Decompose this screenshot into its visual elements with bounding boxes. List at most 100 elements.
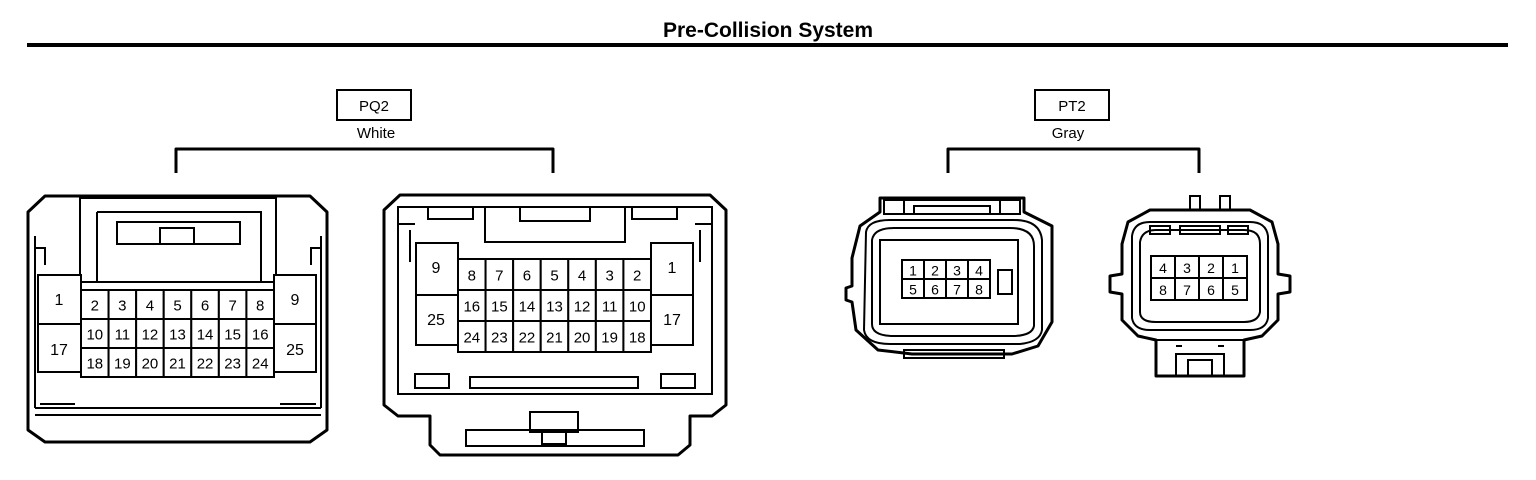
pq2-b-pin: 16 bbox=[463, 299, 480, 316]
pq2-a-pin: 14 bbox=[197, 327, 214, 344]
pq2-a-cell bbox=[245, 289, 275, 320]
pq2-b-pin: 21 bbox=[546, 330, 563, 347]
pq2-connector-id: PQ2 bbox=[359, 98, 389, 115]
pq2-label-group: PQ2 White bbox=[174, 89, 555, 173]
pq2-a-pin: 10 bbox=[86, 327, 103, 344]
pq2-b-cell bbox=[457, 289, 487, 322]
pq2-a-pin: 5 bbox=[173, 298, 181, 315]
pq2-b-pin: 8 bbox=[468, 268, 476, 285]
pq2-a-pin: 21 bbox=[169, 356, 186, 373]
pq2-a-pin: 7 bbox=[228, 298, 236, 315]
pq2-a-pin: 2 bbox=[91, 298, 99, 315]
pt2-b-pin: 8 bbox=[1159, 282, 1167, 298]
pt2-a-pin: 5 bbox=[909, 282, 917, 298]
pt2-a-pin: 2 bbox=[931, 263, 939, 279]
pt2-b-pin: 2 bbox=[1207, 260, 1215, 276]
pq2-b-pin-side: 17 bbox=[663, 312, 681, 329]
pq2-a-pin: 13 bbox=[169, 327, 186, 344]
pq2-bracket bbox=[174, 147, 555, 173]
pq2-b-pin: 5 bbox=[550, 268, 558, 285]
page-title: Pre-Collision System bbox=[663, 19, 873, 42]
pq2-a-pin-side: 17 bbox=[50, 342, 68, 359]
pq2-a-pin: 6 bbox=[201, 298, 209, 315]
pq2-b-pin: 22 bbox=[519, 330, 536, 347]
pt2-b-pin: 4 bbox=[1159, 260, 1167, 276]
pq2-b-pin: 23 bbox=[491, 330, 508, 347]
pq2-b-cell bbox=[594, 289, 625, 322]
pq2-a-cell bbox=[245, 347, 275, 378]
pq2-b-pin-side: 1 bbox=[668, 260, 677, 277]
pq2-b-pin: 19 bbox=[601, 330, 618, 347]
pq2-a-pin-side: 9 bbox=[291, 292, 300, 309]
pq2-b-cell bbox=[567, 320, 597, 353]
pt2-color-label: Gray bbox=[1052, 125, 1085, 142]
pq2-b-pin: 20 bbox=[574, 330, 591, 347]
pq2-a-pin: 4 bbox=[146, 298, 154, 315]
pq2-b-cell bbox=[622, 289, 652, 322]
pt2-b-pin: 1 bbox=[1231, 260, 1239, 276]
pq2-label-box bbox=[336, 89, 412, 121]
pq2-a-pin: 24 bbox=[252, 356, 269, 373]
pt2-a-pin: 6 bbox=[931, 282, 939, 298]
pt2-bracket bbox=[946, 147, 1201, 173]
pq2-b-pin-side: 25 bbox=[427, 312, 445, 329]
pt2-a-pin: 4 bbox=[975, 263, 983, 279]
pq2-a-cell bbox=[135, 318, 165, 349]
pq2-a-pin: 11 bbox=[115, 327, 131, 344]
pq2-a-cell bbox=[217, 289, 248, 320]
pq2-a-pin: 23 bbox=[224, 356, 241, 373]
pq2-a-pin: 20 bbox=[142, 356, 159, 373]
pq2-color-label: White bbox=[357, 125, 395, 142]
pq2-a-pin: 16 bbox=[252, 327, 269, 344]
pq2-a-pin-side: 1 bbox=[55, 292, 64, 309]
pt2-b-pin: 5 bbox=[1231, 282, 1239, 298]
pt2-label-box bbox=[1034, 89, 1110, 121]
pq2-b-pin: 10 bbox=[629, 299, 646, 316]
pt2-a-pin: 7 bbox=[953, 282, 961, 298]
pt2-a-pin: 3 bbox=[953, 263, 961, 279]
pt2-b-pin: 7 bbox=[1183, 282, 1191, 298]
pq2-b-pin: 24 bbox=[463, 330, 480, 347]
pq2-a-pin: 18 bbox=[86, 356, 103, 373]
pq2-a-cell bbox=[107, 347, 138, 378]
pq2-a-pin: 22 bbox=[197, 356, 214, 373]
pq2-a-pin: 12 bbox=[142, 327, 159, 344]
pt2-label-group: PT2 Gray bbox=[946, 89, 1201, 173]
pq2-b-pin: 18 bbox=[629, 330, 646, 347]
pq2-a-pin: 19 bbox=[114, 356, 131, 373]
pq2-a-pin: 8 bbox=[256, 298, 264, 315]
pt2-a-cell bbox=[967, 278, 991, 299]
pt2-a-pin: 8 bbox=[975, 282, 983, 298]
pq2-b-pin: 12 bbox=[574, 299, 591, 316]
pt2-b-pin: 3 bbox=[1183, 260, 1191, 276]
pq2-b-cell bbox=[622, 320, 652, 353]
pq2-b-pin: 4 bbox=[578, 268, 586, 285]
pq2-a-pin: 3 bbox=[118, 298, 126, 315]
pq2-housing-b: 9 25 1 17 8 7 6 5 4 3 2 16 15 14 13 12 11 10 24 23 22 21 2… bbox=[382, 193, 728, 457]
pq2-b-pin-side: 9 bbox=[432, 260, 441, 277]
pq2-a-cell bbox=[162, 347, 193, 378]
pq2-a-pin: 15 bbox=[224, 327, 241, 344]
pt2-connector-id: PT2 bbox=[1058, 98, 1086, 115]
pq2-b-pin: 11 bbox=[602, 299, 618, 316]
pt2-b-cell bbox=[1222, 277, 1248, 301]
pq2-b-pin: 3 bbox=[605, 268, 613, 285]
pq2-b-pin: 2 bbox=[633, 268, 641, 285]
pq2-b-cell bbox=[484, 320, 515, 353]
pq2-b-pin: 6 bbox=[523, 268, 531, 285]
pq2-a-cell bbox=[80, 347, 110, 378]
pq2-a-pin-side: 25 bbox=[286, 342, 304, 359]
pt2-a-pin: 1 bbox=[909, 263, 917, 279]
pq2-b-cell bbox=[484, 289, 515, 322]
pq2-b-pin: 7 bbox=[495, 268, 503, 285]
pt2-b-pin: 6 bbox=[1207, 282, 1215, 298]
pq2-a-cell bbox=[107, 318, 138, 349]
pq2-b-pin: 14 bbox=[519, 299, 536, 316]
pq2-b-pin: 13 bbox=[546, 299, 563, 316]
pq2-b-pin: 15 bbox=[491, 299, 508, 316]
pq2-b-cell bbox=[622, 258, 652, 291]
